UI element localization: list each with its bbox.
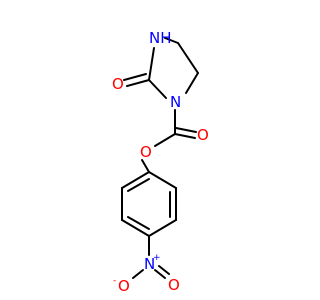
atom-label-o-nitro-minus: O	[118, 277, 130, 295]
bond-carbonyl-o-ester	[154, 133, 176, 147]
bond-o-ester-aryl	[141, 159, 150, 173]
bond-n-o-double-b	[158, 265, 170, 275]
benzene-ring	[121, 171, 177, 237]
atom-label-o-nitro-double: O	[168, 276, 180, 294]
bond-n-o-double-a	[154, 269, 166, 279]
atom-label-o-ring-carbonyl: O	[112, 75, 124, 93]
bond-n-o-minus	[132, 269, 144, 279]
bond-carbonyl-o-double-b	[175, 127, 197, 133]
molecule-drawing: NH N O O O N + O - O	[112, 29, 209, 295]
charge-minus: -	[113, 276, 116, 286]
atom-label-nh: NH	[149, 29, 172, 47]
bond-ar-6-1	[121, 171, 150, 189]
atom-label-o-ester: O	[140, 143, 152, 161]
bond-ch2-ch2	[177, 42, 199, 74]
imidazolidinone-ring	[123, 37, 199, 99]
bond-ch2-n-ring	[185, 72, 199, 94]
bond-ar-4-5	[121, 219, 150, 237]
bond-n-ring-c2	[148, 79, 167, 99]
atom-label-n-nitro: N	[144, 255, 155, 273]
bond-nh-ch2	[164, 37, 179, 44]
bond-ar-1-2	[148, 171, 177, 189]
bond-c2-o-double-a	[126, 79, 150, 87]
bond-ar-4-5-inner	[127, 216, 150, 230]
bond-c2-nh	[148, 47, 155, 81]
bond-ar-3-4	[148, 219, 177, 237]
bond-c2-o-double-b	[123, 73, 147, 81]
charge-plus: +	[153, 253, 161, 263]
carbamate-group	[141, 109, 197, 173]
bond-ar-6-1-inner	[127, 178, 150, 192]
nitro-group	[132, 235, 170, 279]
structure-diagram: NH N O O O N + O - O	[112, 29, 209, 295]
bond-carbonyl-o-double-a	[174, 133, 196, 139]
atom-label-o-carbamate-carbonyl: O	[197, 126, 209, 144]
atom-label-n-ring: N	[170, 93, 181, 111]
